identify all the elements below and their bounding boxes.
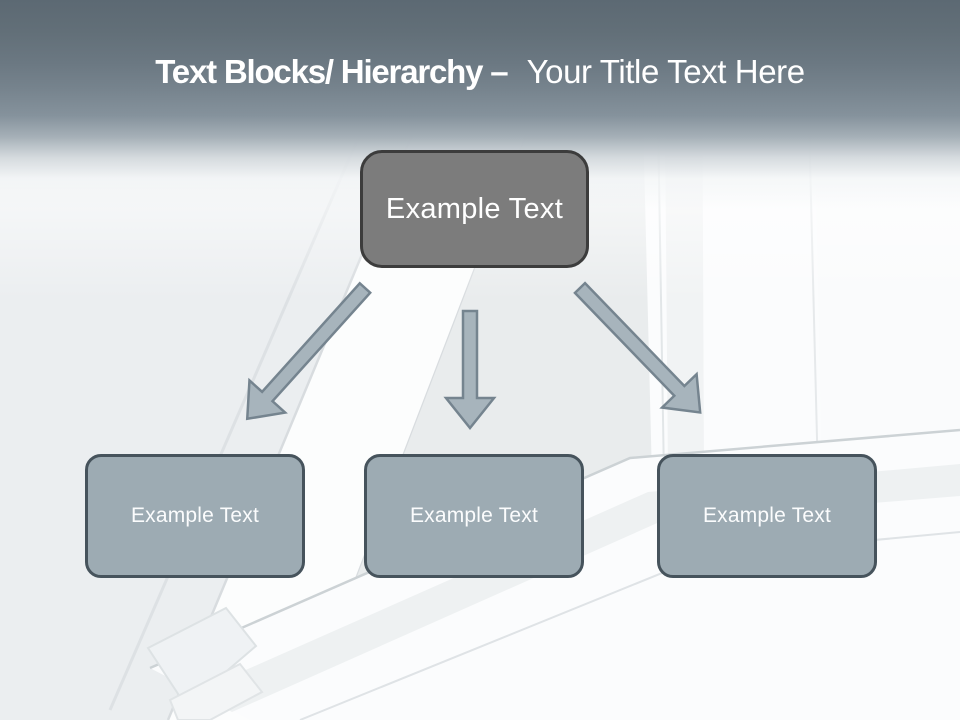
hierarchy-child-box-1[interactable]: Example Text <box>85 454 305 578</box>
slide-title[interactable]: Text Blocks/ Hierarchy – Your Title Text… <box>0 50 960 94</box>
hierarchy-child-label: Example Text <box>409 504 539 527</box>
hierarchy-child-box-2[interactable]: Example Text <box>364 454 584 578</box>
hierarchy-root-box[interactable]: Example Text <box>360 150 589 268</box>
hierarchy-child-label: Example Text <box>130 504 260 527</box>
hierarchy-root-label: Example Text <box>385 192 564 225</box>
slide-title-placeholder: Your Title Text Here <box>526 53 806 90</box>
hierarchy-child-label: Example Text <box>702 504 832 527</box>
slide-title-emphasis: Text Blocks/ Hierarchy – <box>155 53 508 90</box>
hierarchy-child-box-3[interactable]: Example Text <box>657 454 877 578</box>
